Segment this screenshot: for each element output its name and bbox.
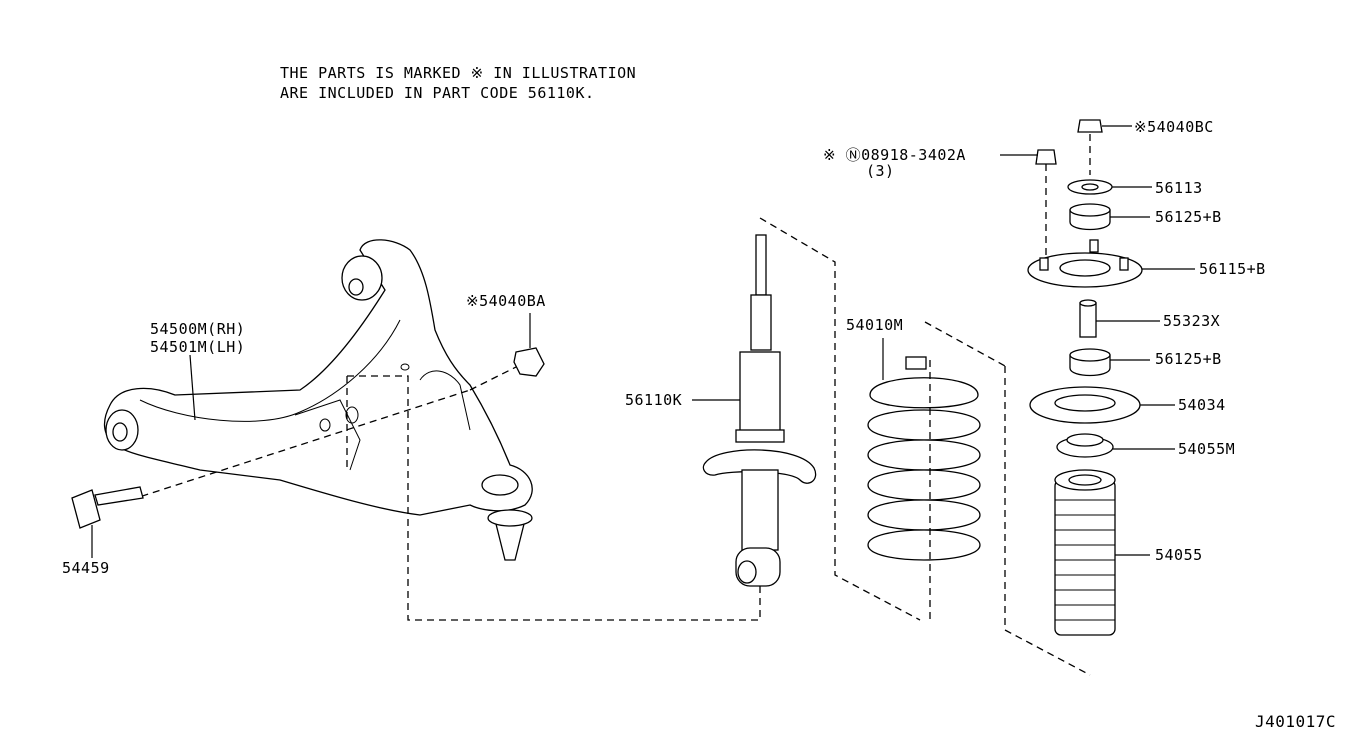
shock-absorber-56110k xyxy=(692,234,817,587)
label-54040ba: ※54040BA xyxy=(466,292,546,310)
label-56125b-bottom: 56125+B xyxy=(1155,350,1222,368)
label-54500m: 54500M(RH) xyxy=(150,320,246,338)
diagram-code: J401017C xyxy=(1255,712,1337,731)
label-56110k: 56110K xyxy=(625,391,683,409)
label-54010m: 54010M xyxy=(846,316,904,334)
connection-dash-lines xyxy=(129,364,761,621)
label-55323x: 55323X xyxy=(1163,312,1221,330)
upper-mount-stack xyxy=(1000,119,1195,636)
label-54459: 54459 xyxy=(62,559,110,577)
coil-spring-54010m xyxy=(867,338,981,561)
label-54501m: 54501M(LH) xyxy=(150,338,246,356)
note-line-2: ARE INCLUDED IN PART CODE 56110K. xyxy=(280,84,595,102)
label-08918-qty: (3) xyxy=(866,162,895,180)
bolt-54459 xyxy=(71,486,144,558)
label-56125b-top: 56125+B xyxy=(1155,208,1222,226)
label-56113: 56113 xyxy=(1155,179,1203,197)
label-54040bc: ※54040BC xyxy=(1134,118,1214,136)
label-54034: 54034 xyxy=(1178,396,1226,414)
note-line-1: THE PARTS IS MARKED ※ IN ILLUSTRATION xyxy=(280,64,637,82)
nut-54040ba xyxy=(513,313,545,377)
lower-control-arm xyxy=(103,239,533,561)
label-54055: 54055 xyxy=(1155,546,1203,564)
label-54055m: 54055M xyxy=(1178,440,1236,458)
label-08918-3402a: ※ Ⓝ08918-3402A xyxy=(823,146,966,164)
label-56115b: 56115+B xyxy=(1199,260,1266,278)
